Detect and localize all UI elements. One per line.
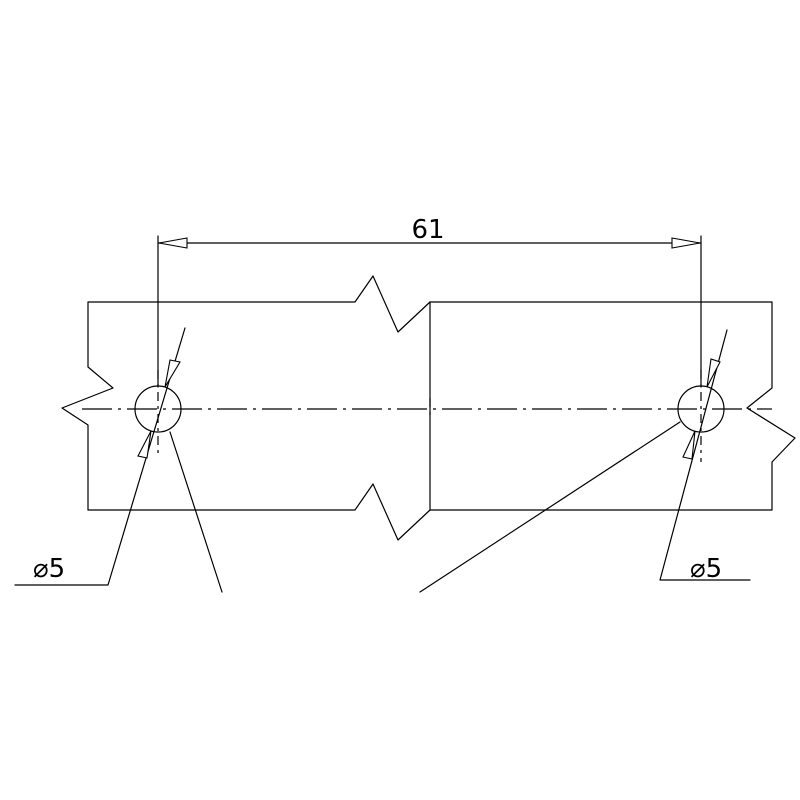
left-diameter-arrow-top <box>164 359 181 388</box>
left-leader-extra <box>169 431 223 593</box>
dimension-arrow-right <box>671 237 701 249</box>
left-diameter-leader <box>14 327 186 586</box>
dimension-text-spacing: 61 <box>411 215 444 245</box>
right-diameter-text: ⌀5 <box>690 554 722 584</box>
part-outline-right <box>429 301 796 511</box>
right-diameter-arrow-bottom <box>682 430 696 460</box>
right-leader-extra <box>419 421 681 593</box>
part-outline-left <box>61 275 431 541</box>
left-diameter-text: ⌀5 <box>33 554 65 584</box>
dimension-arrow-left <box>158 237 188 249</box>
right-diameter-arrow-top <box>706 358 721 388</box>
right-diameter-leader <box>659 329 751 581</box>
left-diameter-arrow-bottom <box>137 430 152 459</box>
